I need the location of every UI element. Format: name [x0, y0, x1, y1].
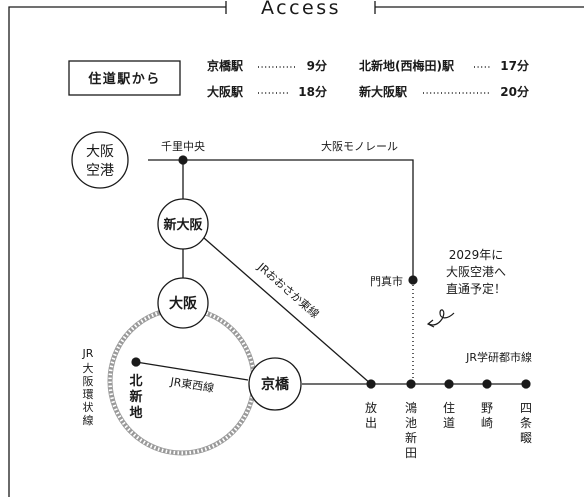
nearest-station-box [68, 60, 181, 96]
svg-text:大阪: 大阪 [86, 144, 114, 160]
svg-text:大阪環状線: 大阪環状線 [83, 361, 94, 427]
travel-time: 18分 [298, 84, 327, 99]
label-suminodo: 住道 [443, 401, 455, 430]
station-dot-kitashinchi [131, 357, 141, 367]
label-nozaki: 野崎 [481, 401, 493, 430]
label-hanaten: 放出 [365, 400, 377, 430]
station-kyobashi: 京橋 [248, 357, 302, 411]
station-osaka: 大阪 [157, 277, 209, 329]
svg-text:地: 地 [129, 405, 142, 421]
tozai-line [135, 361, 249, 381]
monorail-line [148, 159, 414, 279]
svg-text:2029年に: 2029年に [449, 248, 504, 262]
svg-text:大阪空港へ: 大阪空港へ [446, 265, 506, 279]
station-shin-osaka: 新大阪 [157, 198, 209, 250]
label-monorail: 大阪モノレール [321, 139, 398, 153]
page-title: Access [261, 0, 341, 19]
station-dot-hanaten [366, 379, 376, 389]
svg-text:JR: JR [82, 347, 94, 360]
travel-time: 9分 [307, 58, 327, 73]
note-2029: 2029年に 大阪空港へ 直通予定！ [446, 248, 506, 296]
svg-text:大阪: 大阪 [169, 295, 198, 312]
station-osaka-airport: 大阪 空港 [71, 131, 129, 189]
nearest-station-label: 住道駅から [88, 71, 161, 87]
travel-station: 京橋駅 [207, 58, 244, 73]
frame-border [8, 6, 584, 497]
label-konoike-shinden: 鴻池新田 [405, 401, 417, 460]
station-dot-senri-chuo [178, 155, 188, 165]
note-arrowhead-icon [426, 319, 435, 328]
label-senri-chuo: 千里中央 [161, 140, 205, 153]
svg-text:新大阪: 新大阪 [163, 217, 203, 233]
svg-text:京橋: 京橋 [261, 376, 290, 393]
vertical-station-labels: 放出 鴻池新田 住道 野崎 四条畷 [365, 400, 532, 460]
station-dot-shijonawate [521, 379, 531, 389]
travel-station: 大阪駅 [207, 84, 244, 99]
label-loop-line: JR 大阪環状線 [82, 347, 94, 427]
travel-time: 20分 [500, 84, 529, 99]
label-gakkentoshi-line: JR学研都市線 [465, 350, 532, 364]
station-dot-kadoma [408, 275, 418, 285]
travel-times: 京橋駅 9分 北新地(西梅田)駅 17分 大阪駅 18分 新大阪駅 20分 [207, 58, 529, 99]
travel-time: 17分 [500, 58, 529, 73]
station-dot-nozaki [482, 379, 492, 389]
label-kadoma-shi: 門真市 [370, 274, 403, 288]
travel-station: 新大阪駅 [359, 84, 408, 99]
station-dot-konoike-shinden [406, 379, 416, 389]
station-dot-suminodo [444, 379, 454, 389]
travel-station: 北新地(西梅田)駅 [359, 58, 455, 73]
label-shijonawate: 四条畷 [520, 401, 532, 445]
svg-text:北: 北 [129, 374, 142, 389]
svg-text:新: 新 [129, 389, 142, 405]
svg-text:空港: 空港 [86, 163, 114, 179]
label-kitashinchi: 北 新 地 [129, 374, 142, 421]
note-arrow-icon [428, 309, 455, 326]
svg-text:直通予定！: 直通予定！ [446, 281, 506, 296]
label-tozai-line: JR東西線 [169, 374, 216, 395]
osaka-higashi-line [203, 237, 372, 385]
